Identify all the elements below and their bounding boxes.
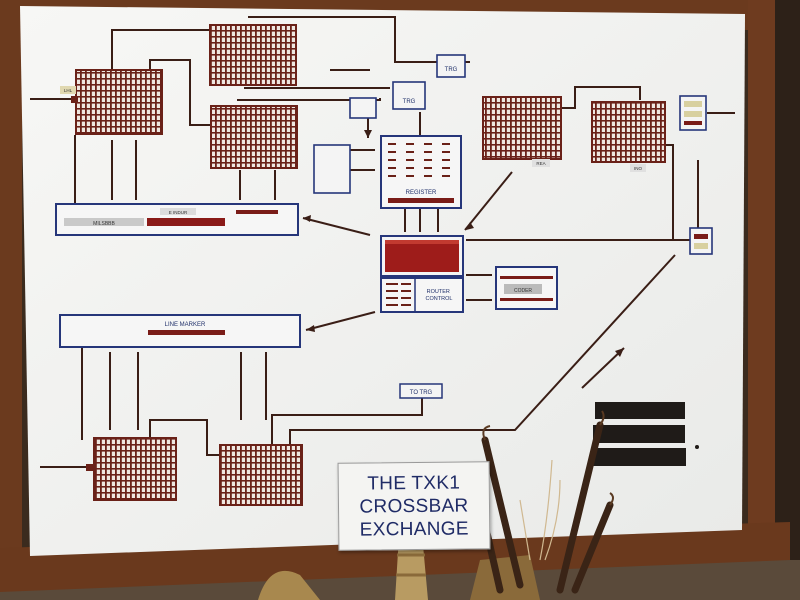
coder-label: CODER: [514, 288, 532, 294]
relay-box: [349, 97, 377, 119]
milsbbb-label: MILSBBB: [93, 221, 115, 227]
crossbar-switch: [210, 105, 298, 169]
crossbar-switches: [75, 24, 666, 506]
lhl-label: LHL: [64, 88, 73, 93]
crossbar-switch: [219, 444, 303, 506]
exhibit-sign: THE TXK1 CROSSBAR EXCHANGE: [337, 461, 491, 551]
rea-label: REA: [536, 161, 545, 166]
crossbar-switch: [93, 437, 177, 501]
sign-line: THE TXK1: [367, 472, 461, 494]
crossbar-switch: [482, 96, 562, 160]
ino-label: INO: [634, 166, 643, 171]
register-unit: REGISTER: [380, 135, 462, 209]
router-control-unit: ROUTER CONTROL: [380, 277, 464, 313]
router-label-line: ROUTER: [427, 289, 450, 295]
crossbar-switch: [591, 101, 666, 163]
line-marker-label: LINE MARKER: [165, 322, 206, 328]
side-relay-unit: [689, 227, 713, 255]
crossbar-switch: [209, 24, 297, 86]
trg-label: TRG: [445, 67, 458, 73]
trg-box-top: TRG: [436, 54, 466, 78]
coder-unit: CODER: [495, 266, 558, 310]
sign-line: CROSSBAR: [359, 494, 469, 518]
trg-box-mid: TRG: [392, 81, 426, 110]
router-control-label: ROUTER CONTROL: [426, 289, 453, 302]
router-label-line: CONTROL: [426, 296, 453, 302]
register-bar-unit: MILSBBB E INDUR: [55, 203, 299, 236]
wooden-frame: [0, 0, 790, 592]
router-display: [380, 235, 464, 277]
to-trg-label: TO TRG: [410, 390, 433, 396]
line-marker-unit: LINE MARKER: [59, 314, 301, 348]
connection-lines: [30, 16, 735, 468]
sign-line: EXCHANGE: [359, 517, 469, 541]
trg-label: TRG: [403, 99, 416, 105]
side-relay-unit: [679, 95, 707, 131]
register-label: REGISTER: [406, 190, 437, 196]
relay-box: [313, 144, 351, 194]
crossbar-switch: [75, 69, 163, 135]
relay-label: E INDUR: [169, 210, 188, 215]
to-trg-box: TO TRG: [399, 383, 443, 399]
terminal-plates: [592, 402, 686, 466]
